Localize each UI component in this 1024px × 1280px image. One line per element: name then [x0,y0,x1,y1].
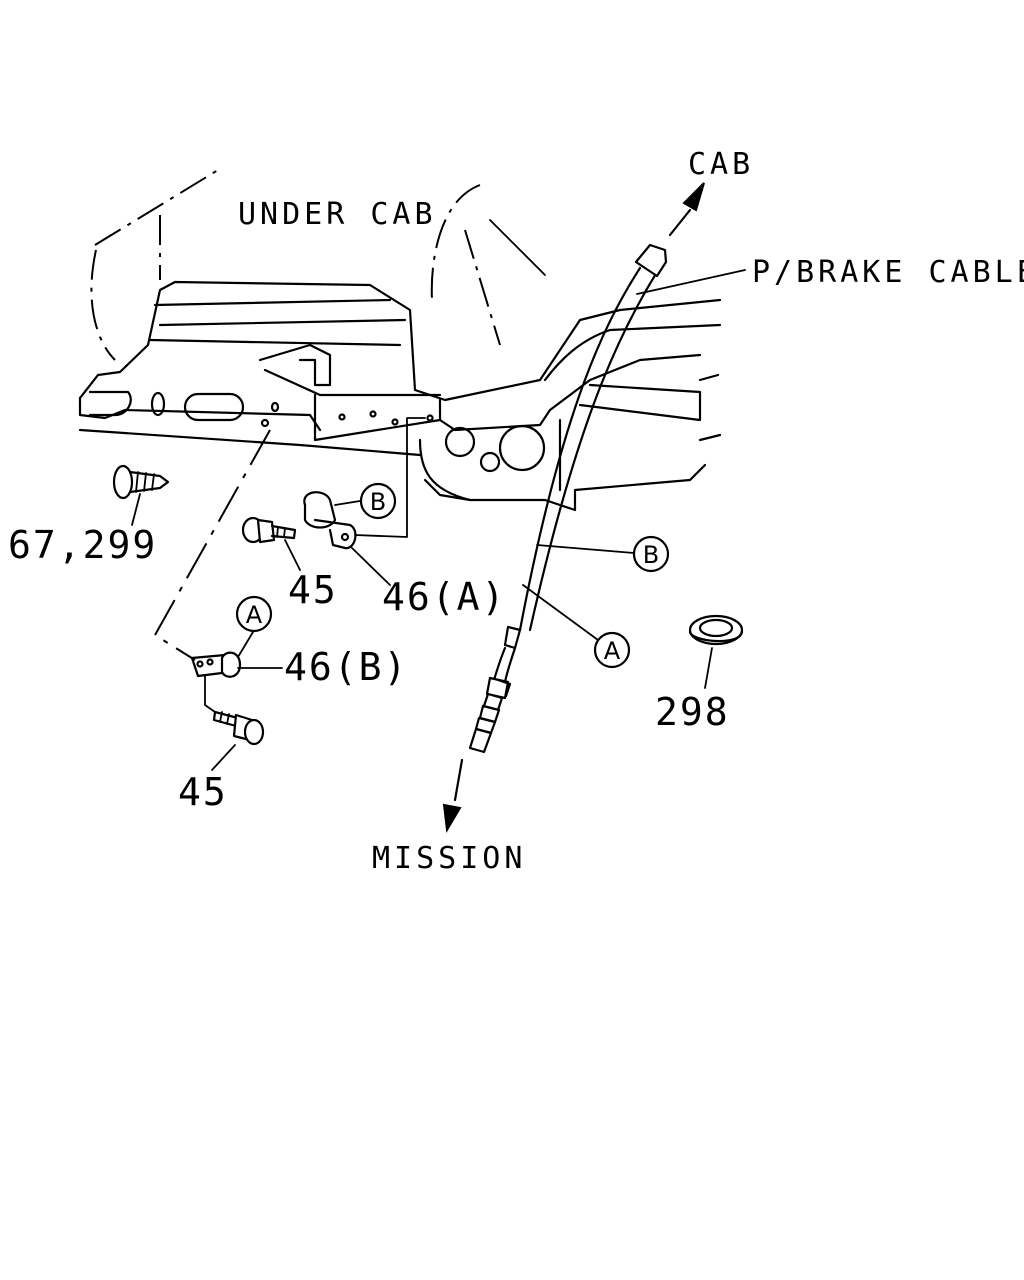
callout-a1: A [235,595,273,633]
svg-text:A: A [246,601,263,629]
bolt-upper-part [241,516,301,571]
cab-label: CAB [688,147,754,182]
clip-a-part [303,417,426,586]
leader-bolt-lower [204,674,216,713]
callout-b2: B [632,535,670,573]
mission-label: MISSION [372,841,526,876]
svg-text:B: B [643,541,659,569]
part-number-grommet: 298 [655,690,730,734]
leader-clip-b [153,429,271,661]
grommet-part [688,614,744,689]
leader-callout-b2 [536,544,635,554]
leader-callout-b1 [334,500,361,506]
part-number-bolt-upper: 45 [288,568,338,612]
bolt-lower-part [211,710,265,771]
callout-a2: A [593,631,631,669]
cab-arrow [682,182,705,212]
screw-part [112,464,170,526]
frame-structure [78,169,722,512]
p-brake-cable-label: P/BRAKE CABLE [752,255,1024,290]
svg-text:B: B [370,488,386,516]
part-number-clip-b: 46(B) [284,645,408,689]
leader-callout-a2 [522,584,599,641]
part-number-bolt-lower: 45 [178,770,228,814]
callout-b1: B [359,482,397,520]
mission-arrow [442,803,462,834]
under-cab-label: UNDER CAB [238,197,437,232]
clip-b-part [190,631,283,678]
svg-text:A: A [604,637,621,665]
part-number-screw: 67,299 [8,523,157,567]
leader-pbrake [636,269,746,295]
parking-brake-cable [453,208,692,802]
part-number-clip-a: 46(A) [382,575,506,619]
